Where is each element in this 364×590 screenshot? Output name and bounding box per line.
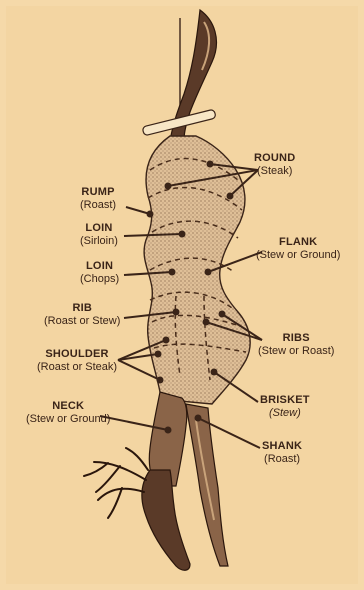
label-loin1-sub: (Sirloin): [80, 235, 118, 248]
label-ribs: RIBS (Stew or Roast): [258, 332, 334, 357]
label-flank: FLANK (Stew or Ground): [256, 236, 340, 261]
label-rump-sub: (Roast): [80, 199, 116, 212]
carcass-body: [144, 136, 250, 404]
label-rump-name: RUMP: [80, 186, 116, 199]
label-ribs-sub: (Stew or Roast): [258, 345, 334, 358]
label-brisket: BRISKET (Stew): [260, 394, 310, 419]
label-shoulder: SHOULDER (Roast or Steak): [37, 348, 117, 373]
label-loin-sirloin: LOIN (Sirloin): [80, 222, 118, 247]
label-shank-name: SHANK: [262, 440, 302, 453]
label-rib-name: RIB: [44, 302, 120, 315]
label-brisket-sub: (Stew): [260, 407, 310, 420]
label-round-name: ROUND: [254, 152, 295, 165]
deer-head: [142, 470, 190, 570]
label-rump: RUMP (Roast): [80, 186, 116, 211]
label-rib-sub: (Roast or Stew): [44, 315, 120, 328]
label-flank-sub: (Stew or Ground): [256, 249, 340, 262]
label-brisket-name: BRISKET: [260, 394, 310, 407]
label-neck: NECK (Stew or Ground): [26, 400, 110, 425]
label-round-sub: (Steak): [254, 165, 295, 178]
label-rib: RIB (Roast or Stew): [44, 302, 120, 327]
label-flank-name: FLANK: [256, 236, 340, 249]
label-round: ROUND (Steak): [254, 152, 295, 177]
label-shoulder-sub: (Roast or Steak): [37, 361, 117, 374]
label-loin2-sub: (Chops): [80, 273, 119, 286]
label-shank: SHANK (Roast): [262, 440, 302, 465]
label-shoulder-name: SHOULDER: [37, 348, 117, 361]
label-shank-sub: (Roast): [262, 453, 302, 466]
label-loin2-name: LOIN: [80, 260, 119, 273]
label-neck-name: NECK: [26, 400, 110, 413]
label-loin-chops: LOIN (Chops): [80, 260, 119, 285]
label-neck-sub: (Stew or Ground): [26, 413, 110, 426]
antlers: [84, 448, 148, 518]
label-ribs-name: RIBS: [258, 332, 334, 345]
label-loin1-name: LOIN: [80, 222, 118, 235]
